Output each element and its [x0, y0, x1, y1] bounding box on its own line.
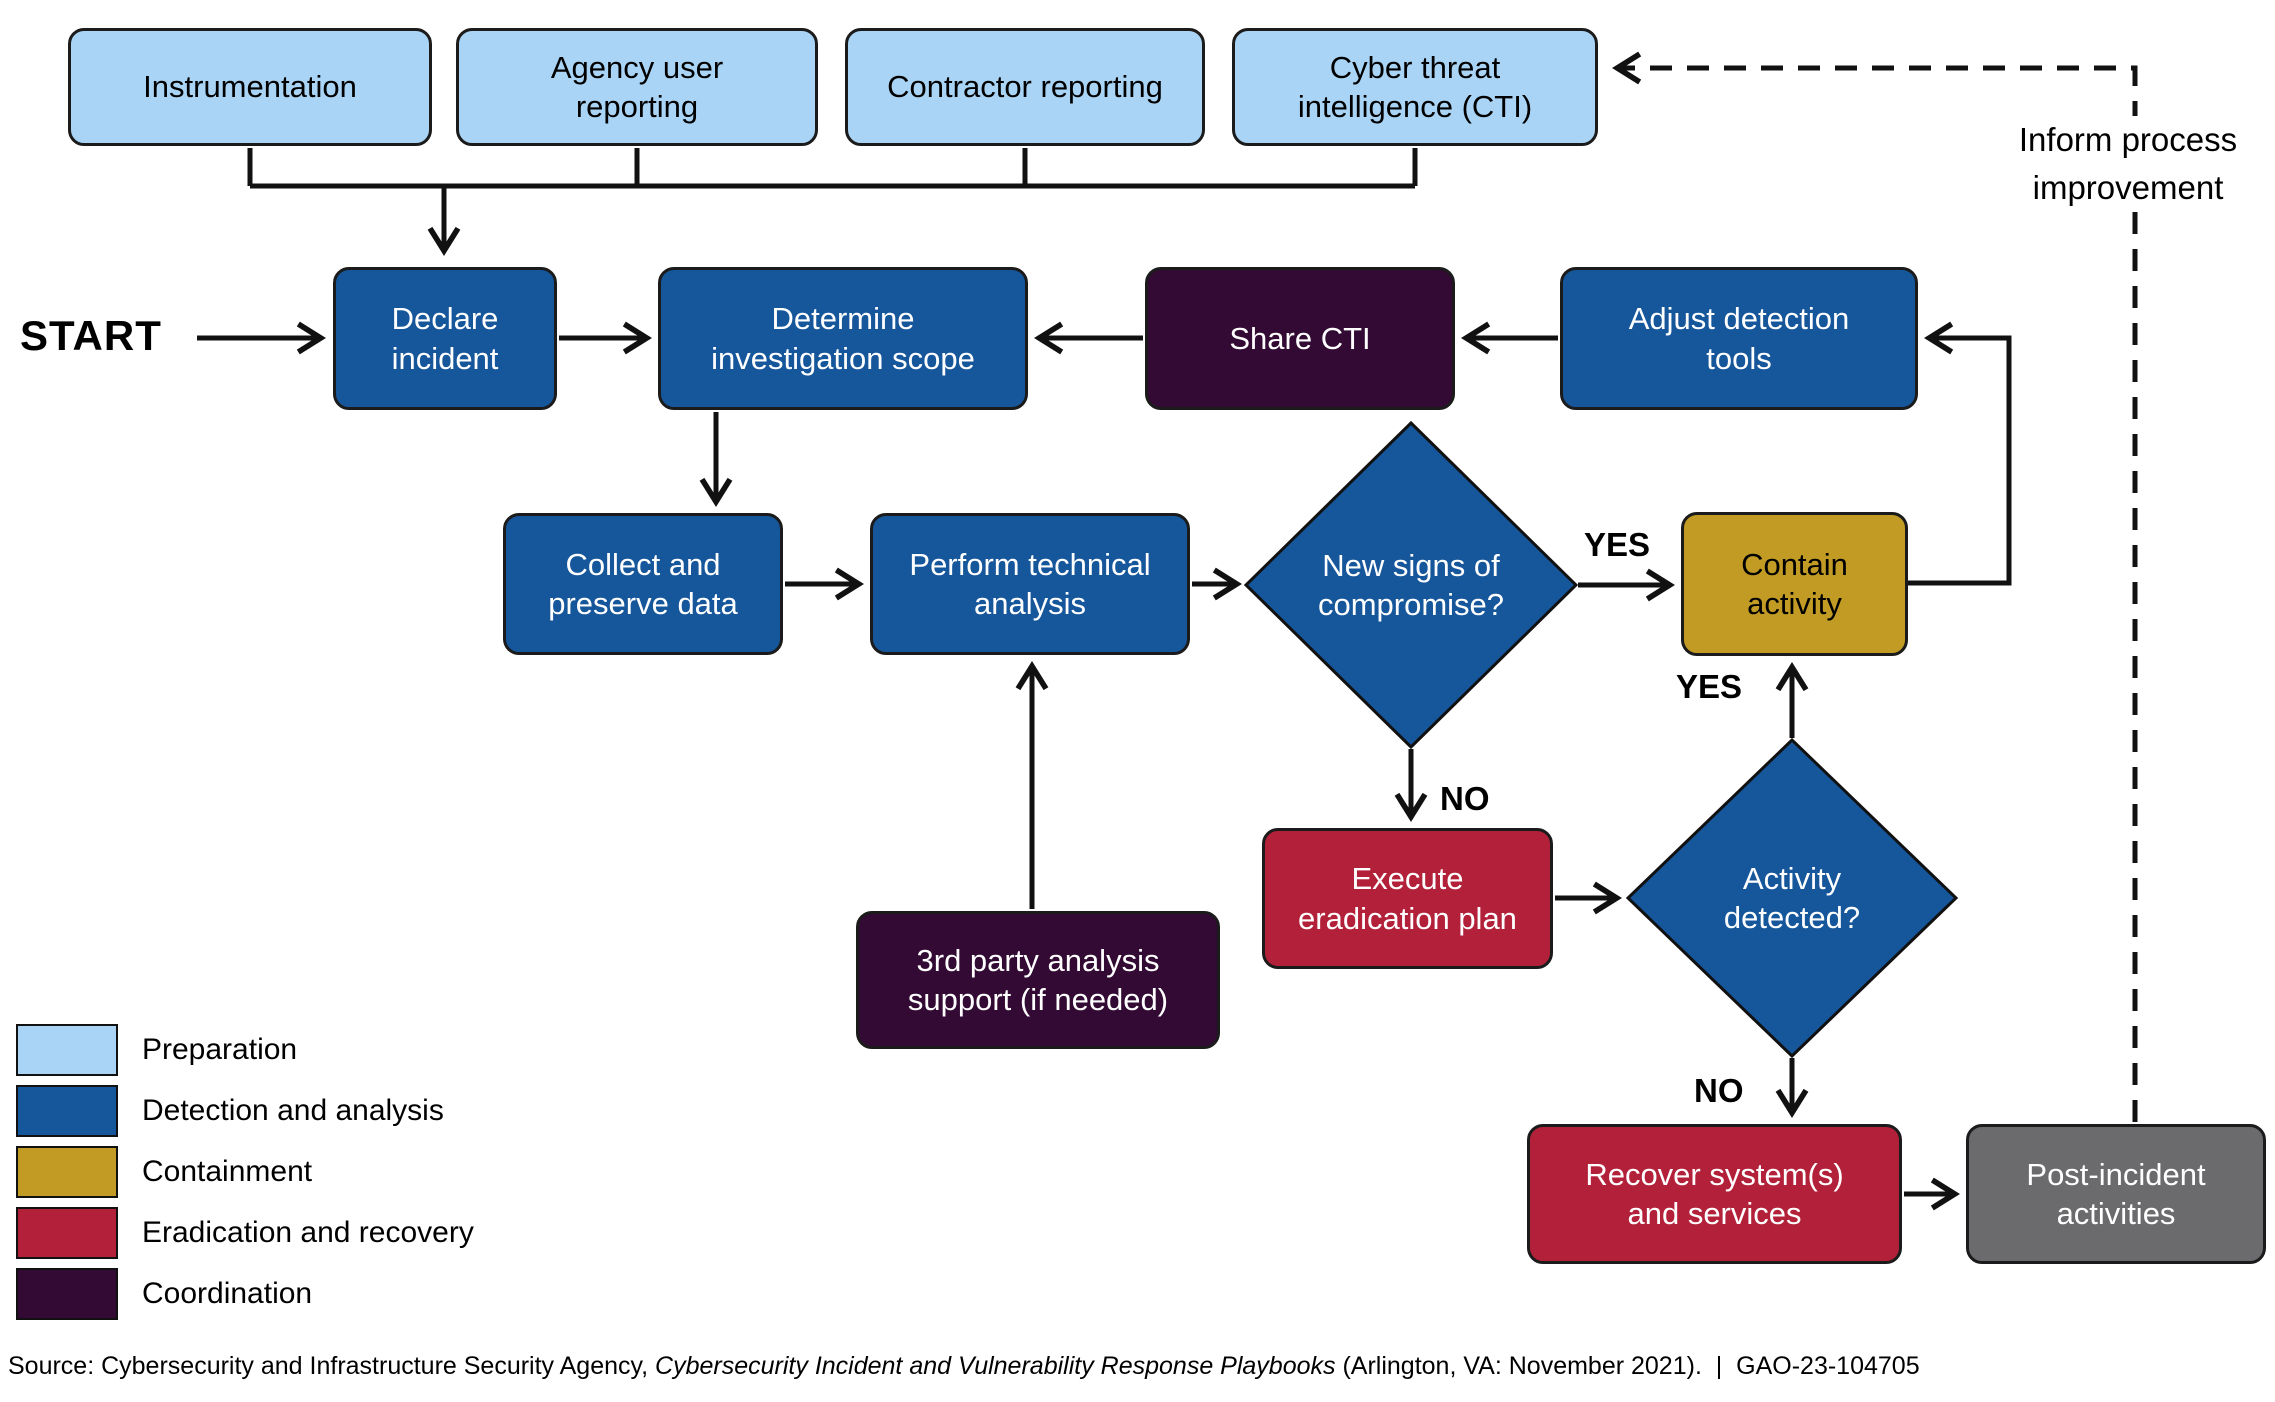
- inform-process-improvement-label: Inform process improvement: [1978, 116, 2275, 212]
- legend-swatch-eradication: [16, 1207, 118, 1259]
- node-instrumentation: Instrumentation: [68, 28, 432, 146]
- legend-label-eradication: Eradication and recovery: [142, 1216, 474, 1249]
- node-contractor-reporting: Contractor reporting: [845, 28, 1205, 146]
- new-signs-diamond-shape: [1243, 420, 1579, 750]
- legend-item-preparation: Preparation: [16, 1024, 474, 1076]
- source-note: Source: Cybersecurity and Infrastructure…: [8, 1352, 2208, 1381]
- node-adjust-detection-tools: Adjust detection tools: [1560, 267, 1918, 410]
- legend-swatch-containment: [16, 1146, 118, 1198]
- inform-improvement-dashed-arrow: [1612, 51, 2138, 1122]
- node-execute-eradication-plan: Execute eradication plan: [1262, 828, 1553, 969]
- node-collect-preserve-data: Collect and preserve data: [503, 513, 783, 655]
- start-label: START: [20, 312, 162, 359]
- node-post-incident-activities: Post-incident activities: [1966, 1124, 2266, 1264]
- node-cyber-threat-intelligence: Cyber threat intelligence (CTI): [1232, 28, 1598, 146]
- contain-to-adjust-feedback-arrow: [1908, 321, 2012, 586]
- node-declare-incident: Declare incident: [333, 267, 557, 410]
- node-share-cti: Share CTI: [1145, 267, 1455, 410]
- node-third-party-analysis-support: 3rd party analysis support (if needed): [856, 911, 1220, 1049]
- legend-label-containment: Containment: [142, 1155, 313, 1188]
- legend-label-preparation: Preparation: [142, 1033, 298, 1066]
- legend-swatch-preparation: [16, 1024, 118, 1076]
- new-signs-diamond-label: New signs of compromise?: [1317, 547, 1505, 622]
- legend-item-coordination: Coordination: [16, 1268, 474, 1320]
- activity-detected-diamond-label: Activity detected?: [1723, 860, 1861, 935]
- legend: Preparation Detection and analysis Conta…: [16, 1024, 474, 1329]
- legend-swatch-coordination: [16, 1268, 118, 1320]
- source-note-title: Cybersecurity Incident and Vulnerability…: [655, 1352, 1336, 1380]
- yes-label-newsigns: YES: [1584, 526, 1651, 563]
- node-recover-systems-services: Recover system(s) and services: [1527, 1124, 1902, 1264]
- no-label-activitydetected: NO: [1694, 1072, 1744, 1109]
- legend-item-containment: Containment: [16, 1146, 474, 1198]
- legend-label-detection: Detection and analysis: [142, 1094, 444, 1127]
- node-contain-activity: Contain activity: [1681, 512, 1908, 656]
- legend-item-detection: Detection and analysis: [16, 1085, 474, 1137]
- legend-label-coordination: Coordination: [142, 1277, 313, 1310]
- node-agency-user-reporting: Agency user reporting: [456, 28, 818, 146]
- node-determine-investigation-scope: Determine investigation scope: [658, 267, 1028, 410]
- node-perform-technical-analysis: Perform technical analysis: [870, 513, 1190, 655]
- source-note-prefix: Source: Cybersecurity and Infrastructure…: [8, 1352, 656, 1380]
- sources-merge-line: [247, 148, 1418, 189]
- yes-label-activitydetected: YES: [1676, 668, 1743, 705]
- legend-swatch-detection: [16, 1085, 118, 1137]
- legend-item-eradication: Eradication and recovery: [16, 1207, 474, 1259]
- source-note-suffix: (Arlington, VA: November 2021). | GAO-23…: [1335, 1352, 1920, 1380]
- no-label-newsigns: NO: [1440, 780, 1490, 817]
- activity-detected-diamond-shape: [1625, 737, 1959, 1059]
